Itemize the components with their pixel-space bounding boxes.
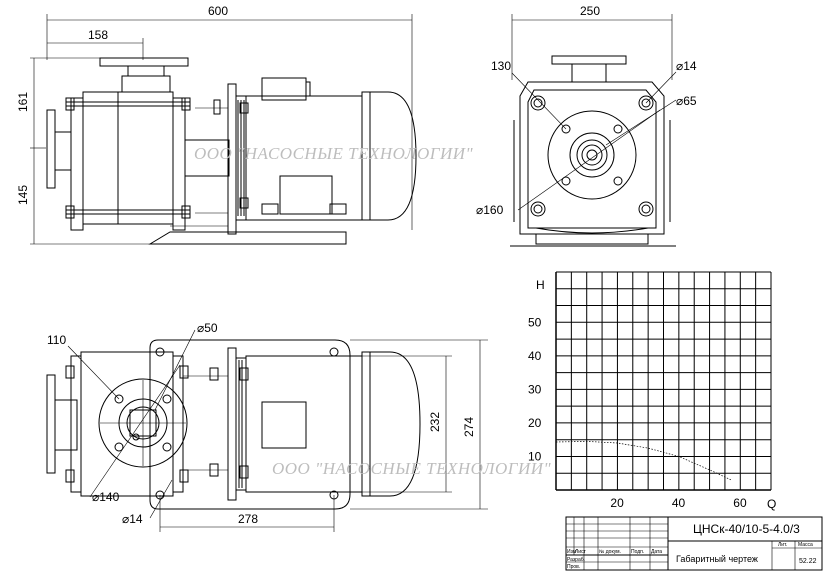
chart-ticks: 20 40 60 10 20 30 40 50 xyxy=(528,315,747,510)
dim-top-port: ⌀50 xyxy=(197,321,218,335)
top-view: 232 274 278 110 ⌀50 ⌀140 ⌀14 xyxy=(46,321,488,532)
tb-header-date: Дата xyxy=(651,549,662,555)
dim-side-bolt-circle: 130 xyxy=(491,59,511,73)
dim-top-flange: ⌀140 xyxy=(92,490,120,504)
chart-curves xyxy=(555,441,732,481)
dim-height-lower: 145 xyxy=(16,185,30,205)
dim-top-bolt-circle: 110 xyxy=(47,333,66,347)
dim-top-bolt-hole: ⌀14 xyxy=(122,512,143,526)
tb-mass-value: 52.22 xyxy=(799,558,817,565)
tb-header-izm: Изм xyxy=(567,549,577,555)
dim-top-width-inner: 232 xyxy=(428,412,442,432)
tb-header-sign: Подп. xyxy=(631,549,644,555)
chart-y-tick-label: 30 xyxy=(528,382,542,396)
tb-lit-label: Лит. xyxy=(778,542,787,548)
dim-side-width: 250 xyxy=(580,4,600,18)
chart-y-tick-label: 20 xyxy=(528,416,542,430)
watermark-upper: ООО "НАСОСНЫЕ ТЕХНОЛОГИИ" xyxy=(194,144,474,163)
side-view: 250 130 ⌀14 ⌀65 ⌀160 xyxy=(476,4,697,247)
chart-y-tick-label: 50 xyxy=(528,315,542,329)
tb-header-list: Лист xyxy=(575,549,587,555)
dim-side-bolt-hole: ⌀14 xyxy=(676,59,697,73)
chart-y-tick-label: 40 xyxy=(528,349,542,363)
tb-row-razrab: Разраб. xyxy=(567,557,585,563)
chart-x-axis-label: Q xyxy=(767,497,776,511)
chart-y-axis-label: H xyxy=(536,278,545,292)
dim-top-base-length: 278 xyxy=(238,512,258,526)
chart-x-tick-label: 20 xyxy=(610,496,624,510)
dim-inlet-offset: 158 xyxy=(88,28,108,42)
front-view: 600 158 161 145 xyxy=(16,4,417,245)
tb-row-prov: Пров. xyxy=(567,564,580,570)
dim-side-shaft: ⌀65 xyxy=(676,94,697,108)
chart-y-tick-label: 10 xyxy=(528,449,542,463)
tb-designation: ЦНСк-40/10-5-4.0/3 xyxy=(693,522,800,536)
chart-x-tick-label: 40 xyxy=(672,496,686,510)
tb-header-doc: № докум. xyxy=(599,549,621,555)
title-block: Изм Лист № докум. Подп. Дата Разраб. Про… xyxy=(565,516,823,571)
dim-side-flange: ⌀160 xyxy=(476,203,504,217)
dim-top-width-outer: 274 xyxy=(462,417,476,437)
performance-chart: 20 40 60 10 20 30 40 50 H Q xyxy=(528,271,776,511)
chart-series-line xyxy=(555,441,732,481)
chart-grid xyxy=(555,271,772,491)
dim-overall-length: 600 xyxy=(208,4,228,18)
tb-drawing-name: Габаритный чертеж xyxy=(676,554,758,564)
chart-x-tick-label: 60 xyxy=(733,496,747,510)
tb-mass-label: Масса xyxy=(798,542,813,548)
watermark-lower: ООО "НАСОСНЫЕ ТЕХНОЛОГИИ" xyxy=(272,459,552,478)
dim-height-upper: 161 xyxy=(16,92,30,112)
